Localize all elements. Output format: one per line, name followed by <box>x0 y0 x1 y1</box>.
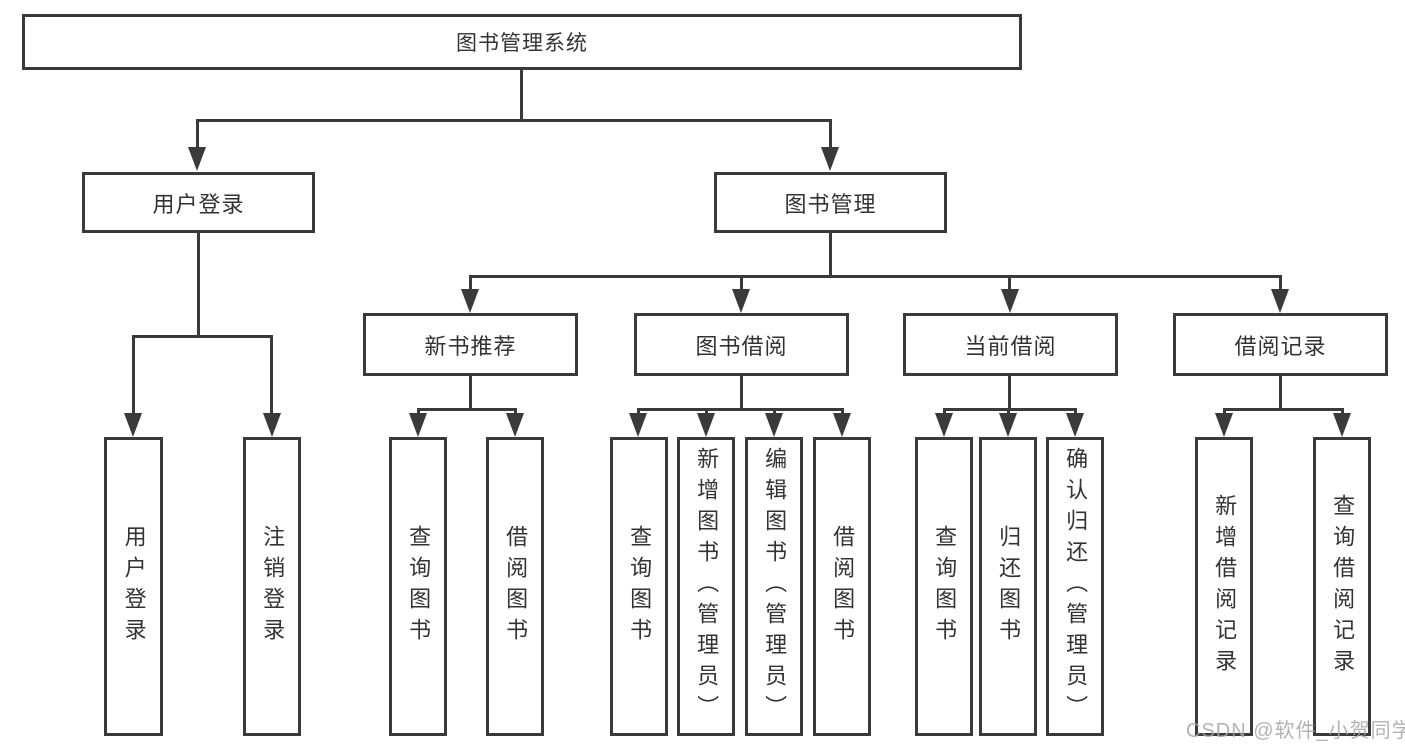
connector-drop <box>943 408 946 416</box>
leaf-query-books-current: 查询图书 <box>915 437 973 736</box>
connector-stem <box>1279 376 1282 410</box>
node-label: 用户登录 <box>121 524 147 649</box>
connector-drop <box>1074 408 1077 416</box>
arrow-down-icon <box>1333 413 1351 437</box>
leaf-query-books-recommend: 查询图书 <box>389 437 447 736</box>
node-label: 借阅记录 <box>1234 333 1327 359</box>
node-label: 新书推荐 <box>424 333 517 359</box>
node-label: 新增图书（管理员） <box>694 447 720 726</box>
leaf-edit-book-admin: 编辑图书（管理员） <box>745 437 803 736</box>
connector-root-branch <box>196 119 832 122</box>
arrow-down-icon <box>935 413 953 437</box>
arrow-down-icon <box>697 413 715 437</box>
node-label: 借阅图书 <box>503 524 529 649</box>
arrow-down-icon <box>629 413 647 437</box>
leaf-borrow-books-recommend: 借阅图书 <box>486 437 544 736</box>
connector-drop <box>1007 408 1010 416</box>
connector-drop <box>637 408 640 416</box>
arrow-down-icon <box>461 289 479 313</box>
connector-drop <box>1008 275 1011 292</box>
leaf-add-borrow-record: 新增借阅记录 <box>1195 437 1253 736</box>
node-label: 当前借阅 <box>964 333 1057 359</box>
node-label: 借阅图书 <box>830 524 856 649</box>
connector-userlogin-stem <box>197 233 200 337</box>
arrow-down-icon <box>124 413 142 437</box>
leaf-logout: 注销登录 <box>243 437 301 736</box>
connector-root-stem <box>520 70 523 121</box>
connector-branch <box>637 408 844 411</box>
connector-stem <box>469 376 472 410</box>
watermark: CSDN @软件_小贺同学 <box>1186 720 1405 742</box>
arrow-down-icon <box>263 413 281 437</box>
connector-bookmgmt-stem <box>829 233 832 277</box>
leaf-query-borrow-record: 查询借阅记录 <box>1313 437 1371 736</box>
node-label: 图书借阅 <box>695 333 788 359</box>
connector-drop <box>196 119 199 150</box>
leaf-confirm-return-admin: 确认归还（管理员） <box>1046 437 1104 736</box>
node-label: 新增借阅记录 <box>1212 493 1238 680</box>
connector-bookmgmt-branch <box>469 275 1282 278</box>
node-label: 归还图书 <box>996 524 1022 649</box>
connector-drop <box>469 275 472 292</box>
node-new-book-recommend: 新书推荐 <box>363 313 578 376</box>
node-label: 用户登录 <box>152 191 245 217</box>
connector-drop <box>705 408 708 416</box>
arrow-down-icon <box>821 147 839 171</box>
arrow-down-icon <box>1271 289 1289 313</box>
node-label: 图书管理系统 <box>456 32 588 55</box>
connector-drop <box>773 408 776 416</box>
node-book-borrow: 图书借阅 <box>634 313 849 376</box>
arrow-down-icon <box>409 413 427 437</box>
node-library-management-system: 图书管理系统 <box>22 14 1022 70</box>
connector-drop <box>1223 408 1226 416</box>
arrow-down-icon <box>999 413 1017 437</box>
connector-stem <box>740 376 743 410</box>
connector-drop <box>417 408 420 416</box>
leaf-user-login: 用户登录 <box>104 437 163 736</box>
node-label: 查询图书 <box>932 524 958 649</box>
arrow-down-icon <box>1066 413 1084 437</box>
connector-drop <box>829 119 832 150</box>
node-label: 查询图书 <box>406 524 432 649</box>
connector-branch <box>943 408 1077 411</box>
connector-branch <box>1223 408 1344 411</box>
arrow-down-icon <box>188 147 206 171</box>
connector-branch <box>417 408 517 411</box>
node-label: 查询图书 <box>627 524 653 649</box>
node-label: 图书管理 <box>784 191 877 217</box>
connector-drop <box>1279 275 1282 292</box>
arrow-down-icon <box>765 413 783 437</box>
connector-drop <box>514 408 517 416</box>
leaf-query-books-borrow: 查询图书 <box>610 437 668 736</box>
node-label: 确认归还（管理员） <box>1063 447 1089 726</box>
node-user-login: 用户登录 <box>82 172 315 233</box>
arrow-down-icon <box>1215 413 1233 437</box>
arrow-down-icon <box>732 289 750 313</box>
arrow-down-icon <box>1001 289 1019 313</box>
connector-drop <box>1341 408 1344 416</box>
node-label: 编辑图书（管理员） <box>762 447 788 726</box>
node-borrow-records: 借阅记录 <box>1173 313 1388 376</box>
connector-drop <box>740 275 743 292</box>
node-label: 查询借阅记录 <box>1330 493 1356 680</box>
node-book-management: 图书管理 <box>714 172 947 233</box>
leaf-borrow-books: 借阅图书 <box>813 437 871 736</box>
arrow-down-icon <box>833 413 851 437</box>
leaf-return-book: 归还图书 <box>979 437 1037 736</box>
arrow-down-icon <box>506 413 524 437</box>
leaf-add-book-admin: 新增图书（管理员） <box>677 437 735 736</box>
connector-stem <box>1008 376 1011 410</box>
connector-drop <box>132 335 135 416</box>
connector-drop <box>270 335 273 416</box>
connector-drop <box>841 408 844 416</box>
node-current-borrow: 当前借阅 <box>903 313 1118 376</box>
node-label: 注销登录 <box>260 524 286 649</box>
connector-userlogin-branch <box>132 335 273 338</box>
